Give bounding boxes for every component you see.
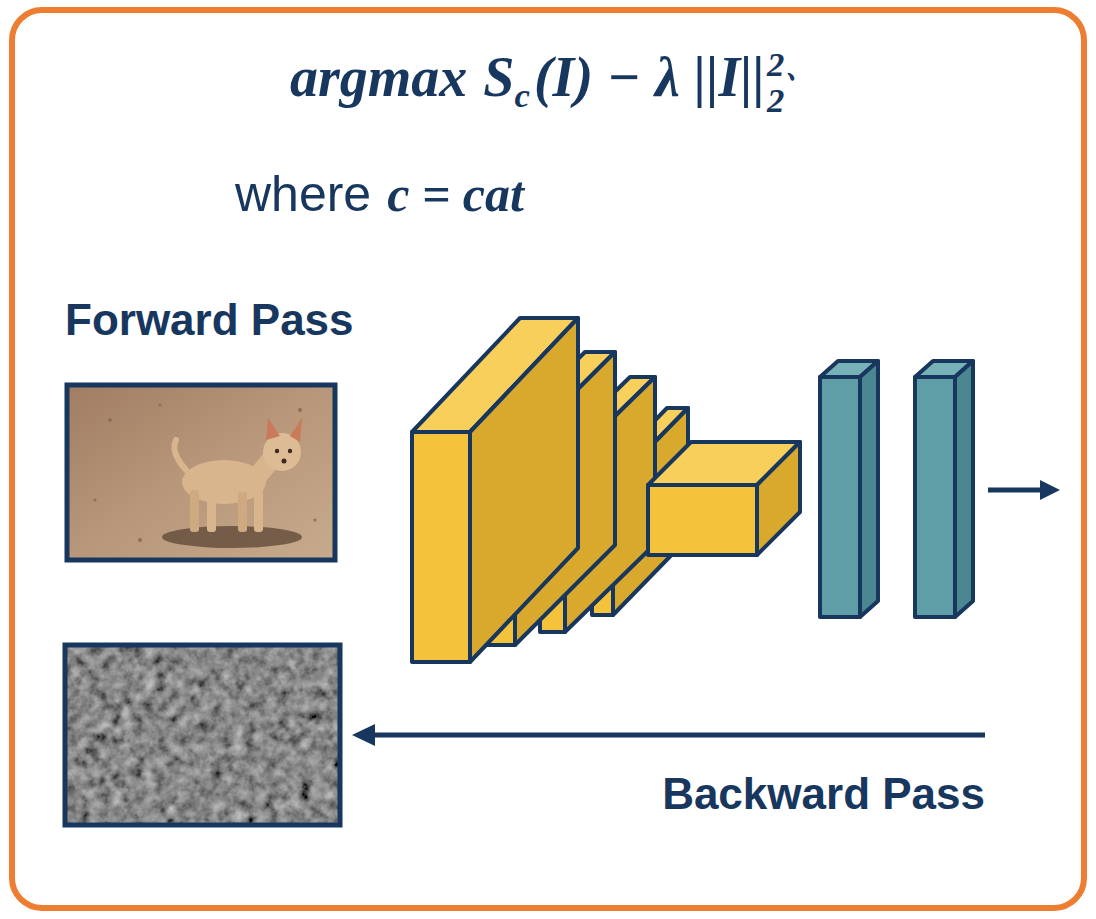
arrowhead [1040,480,1060,500]
output-arrow [988,488,1042,493]
label-row: where c = cat [235,164,524,224]
label-row: Forward Pass [65,294,354,348]
formula-subscript: c [515,76,530,115]
gradient-frame [65,645,340,825]
label-slot: c [515,46,534,108]
gradient-image [65,645,340,825]
fc-layer [820,361,878,617]
label-slot: (I) − λ [534,46,694,108]
conv-block [412,318,578,662]
label-slot: 2、2 [767,47,819,120]
input-photo [67,385,335,560]
arrowhead [352,724,375,746]
formula-subscript: 2 [767,83,819,119]
formula-superscript: 2、 [767,47,819,83]
cnn [412,318,973,662]
label-slot: Backward Pass [662,770,985,819]
label-slot: Forward Pass [65,296,354,345]
formula-condition: c = cat [387,166,524,222]
formula-text: argmax [290,46,467,108]
label-row: Backward Pass [662,768,985,822]
pass-label: Backward Pass [662,769,985,818]
label-slot: S [483,46,514,108]
frame [12,10,1084,908]
formula-text: S [483,46,514,108]
formula-text: ||I|| [694,46,765,108]
backward-arrow [372,733,985,738]
formula-text: (I) − λ [534,46,680,108]
fc-layer [915,361,973,617]
label-slot: ||I|| [694,46,767,108]
formula-condition: where [235,166,371,222]
label-slot: c = cat [387,166,524,222]
flatten-block [648,442,800,555]
pass-label: Forward Pass [65,295,354,344]
photo-frame [67,385,335,560]
label-row: argmax Sc(I) − λ||I||2、2 [290,44,819,120]
label-slot: argmax [290,46,483,108]
label-slot: where [235,166,387,222]
